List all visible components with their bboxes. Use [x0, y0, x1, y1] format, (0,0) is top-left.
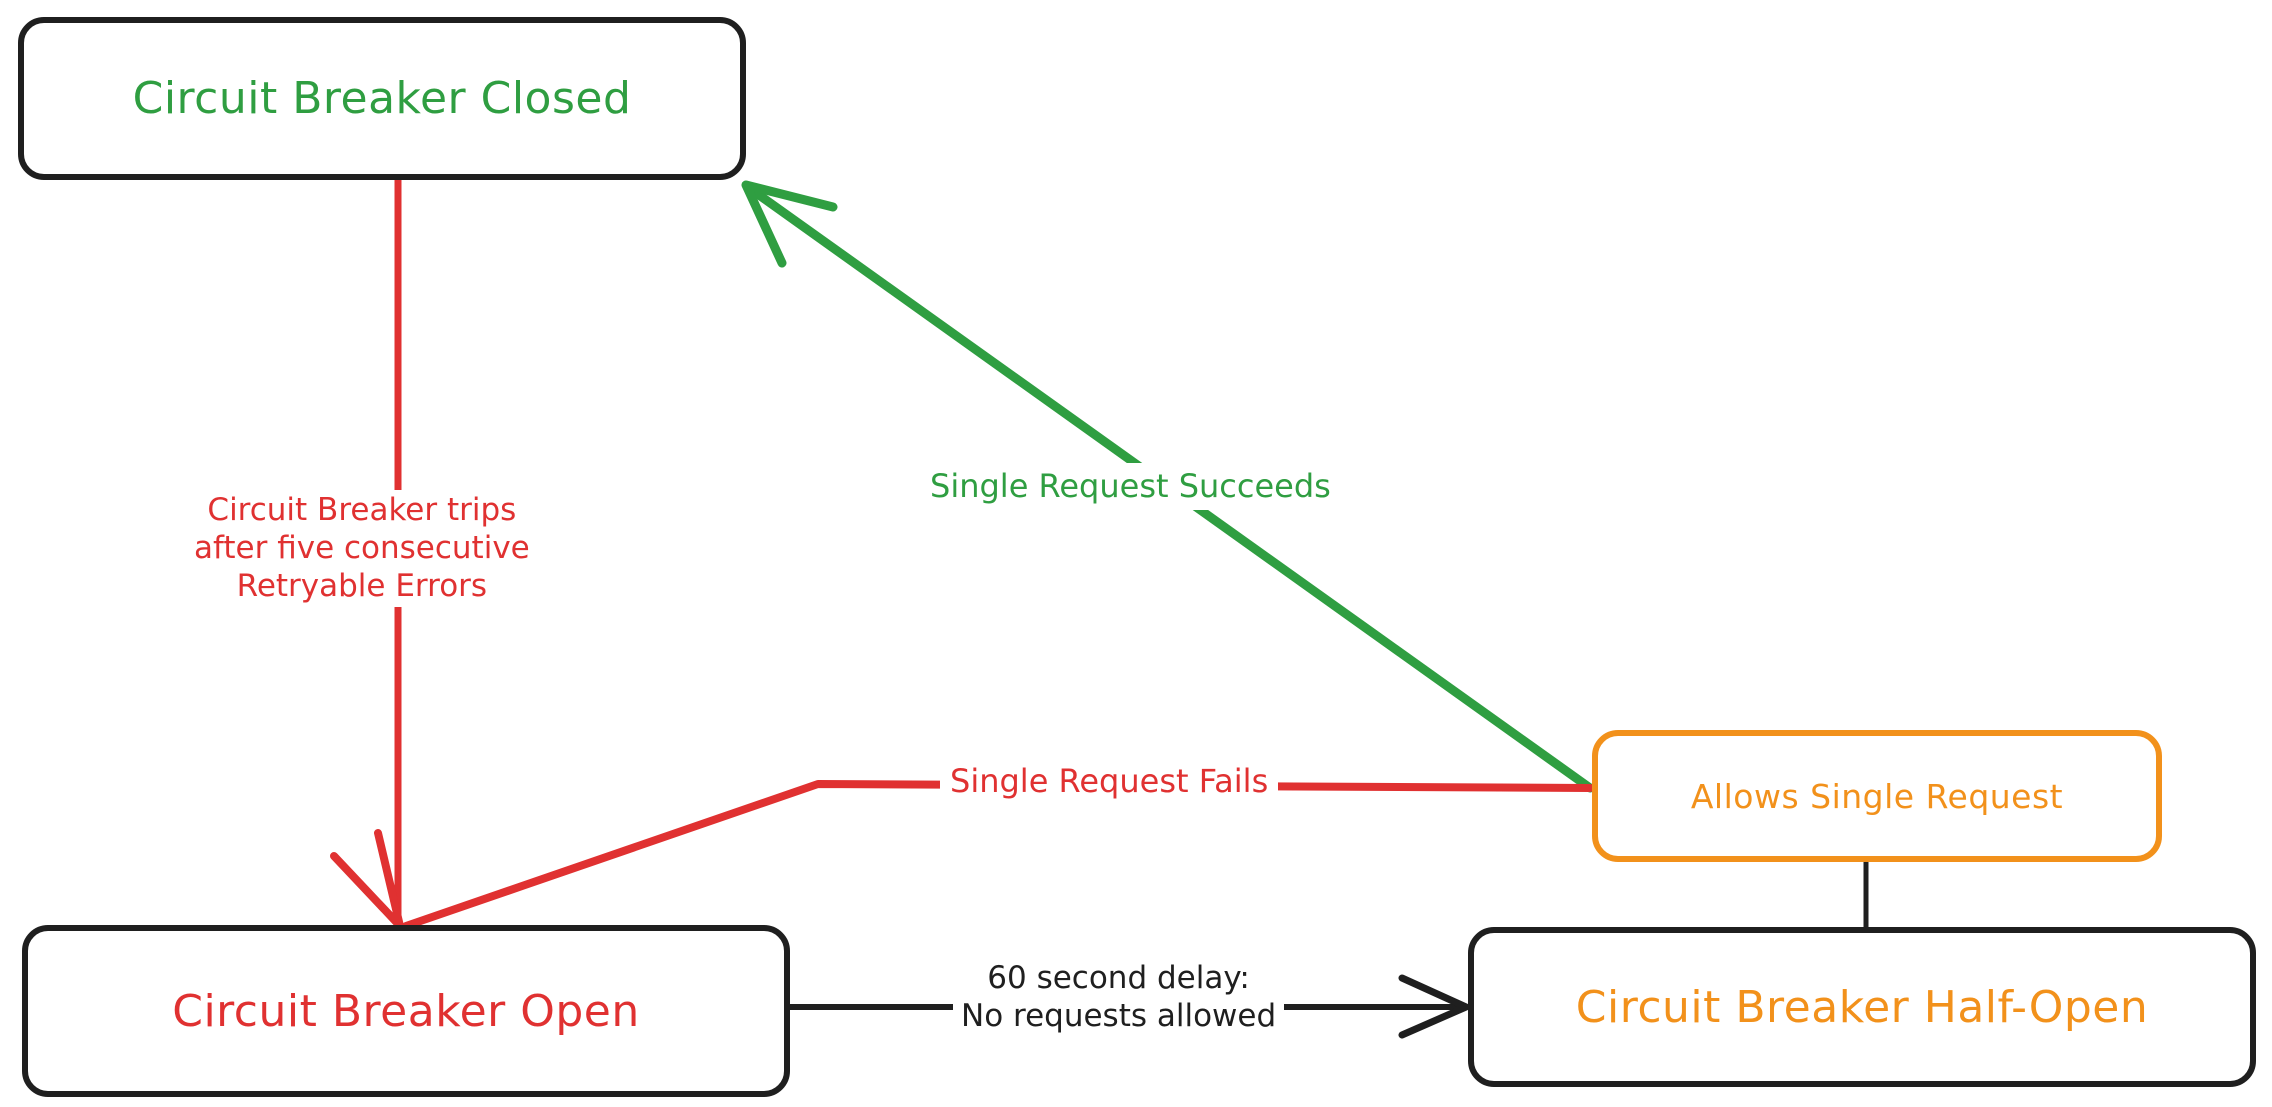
edge-label-line: No requests allowed [961, 997, 1277, 1034]
node-circuit-breaker-closed[interactable]: Circuit Breaker Closed [18, 17, 746, 180]
edge-label-single-request-succeeds: Single Request Succeeds [920, 463, 1341, 511]
edge-label-line: Single Request Succeeds [930, 467, 1331, 505]
node-label-circuit-breaker-open: Circuit Breaker Open [172, 985, 640, 1037]
edge-label-line: after five consecutive [194, 529, 530, 566]
edge-allows-to-open [402, 780, 1594, 930]
edge-label-line: 60 second delay: [987, 960, 1250, 996]
edge-label-60-second-delay: 60 second delay: No requests allowed [953, 957, 1285, 1039]
edge-label-line: Circuit Breaker trips [207, 492, 517, 528]
edge-label-line: Retryable Errors [236, 567, 488, 604]
node-label-circuit-breaker-half-open: Circuit Breaker Half-Open [1575, 981, 2149, 1033]
node-allows-single-request[interactable]: Allows Single Request [1592, 730, 2162, 862]
node-circuit-breaker-open[interactable]: Circuit Breaker Open [22, 925, 790, 1097]
edge-label-line: Single Request Fails [950, 762, 1269, 800]
edge-label-single-request-fails: Single Request Fails [940, 759, 1279, 805]
node-label-allows-single-request: Allows Single Request [1690, 776, 2064, 816]
edge-label-circuit-breaker-trips: Circuit Breaker trips after five consecu… [188, 490, 536, 608]
node-circuit-breaker-half-open[interactable]: Circuit Breaker Half-Open [1468, 927, 2256, 1087]
node-label-circuit-breaker-closed: Circuit Breaker Closed [132, 73, 632, 124]
